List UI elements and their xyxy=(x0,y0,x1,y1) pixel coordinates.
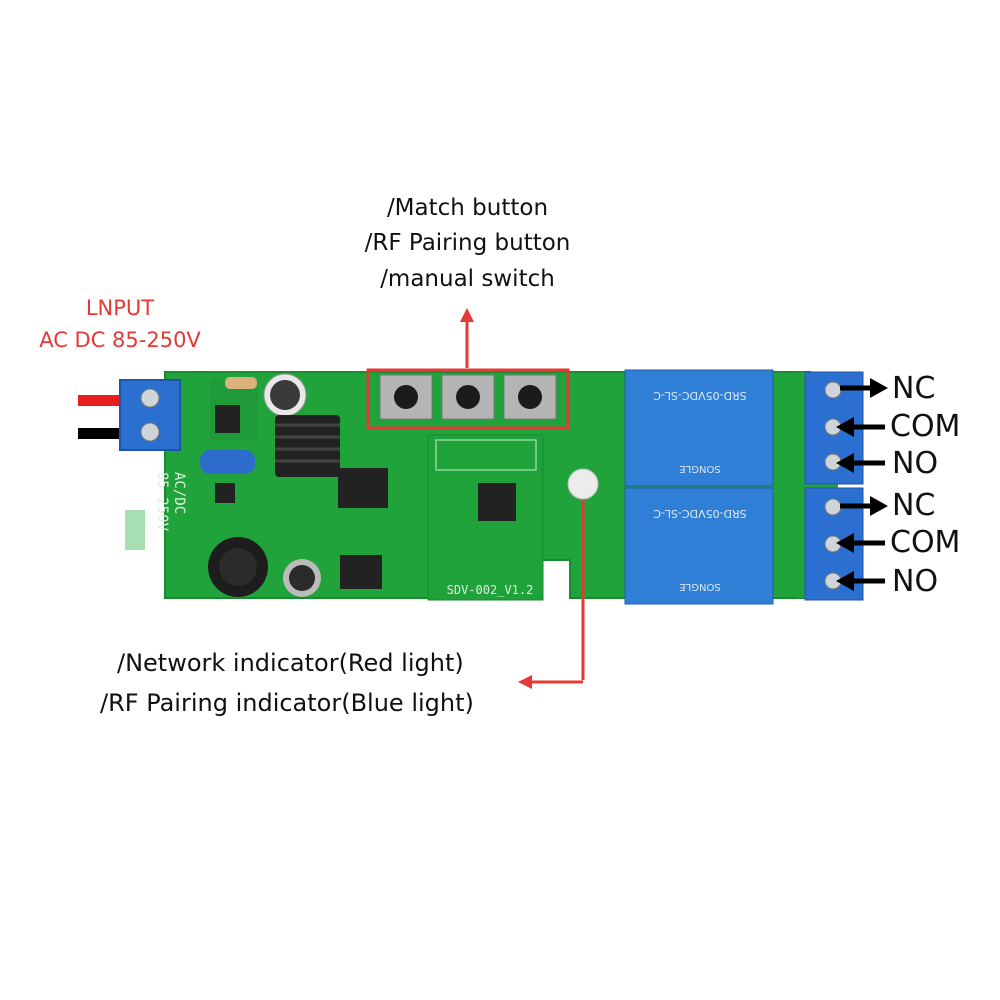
relay2-com-label: COM xyxy=(890,525,961,560)
indicator-led xyxy=(518,468,599,689)
power-components xyxy=(125,373,388,597)
svg-text:SRD-05VDC-SL-C: SRD-05VDC-SL-C xyxy=(653,507,747,520)
input-callout-line1: LNPUT xyxy=(85,296,155,320)
buttons-callout-line3: /manual switch xyxy=(380,266,555,292)
relay1-com-label: COM xyxy=(890,409,961,444)
buttons-callout-line2: /RF Pairing button xyxy=(364,230,571,256)
svg-text:AC/DC: AC/DC xyxy=(171,472,187,514)
power-silkscreen: AC/DC 85-250V xyxy=(154,472,187,532)
terminal-arrows xyxy=(836,378,888,591)
svg-text:SRD-05VDC-SL-C: SRD-05VDC-SL-C xyxy=(653,389,747,402)
relay-1: SRD-05VDC-SL-C SONGLE xyxy=(624,369,774,487)
indicator-callout-line2: /RF Pairing indicator(Blue light) xyxy=(100,689,474,717)
relay1-no-label: NO xyxy=(892,446,939,481)
buttons-highlight-box xyxy=(366,368,570,430)
svg-text:SDV-002_V1.2: SDV-002_V1.2 xyxy=(447,583,534,597)
indicator-callout-line1: /Network indicator(Red light) xyxy=(117,649,464,677)
input-callout-line2: AC DC 85-250V xyxy=(39,328,201,352)
wifi-module: SDV-002_V1.2 xyxy=(427,434,544,601)
svg-text:85-250V: 85-250V xyxy=(154,472,170,532)
svg-text:SONGLE: SONGLE xyxy=(679,463,720,474)
relay2-nc-label: NC xyxy=(892,488,936,523)
input-terminal-block xyxy=(119,379,181,451)
relay-2: SRD-05VDC-SL-C SONGLE xyxy=(624,487,774,605)
buttons-callout-arrow xyxy=(460,308,474,368)
tactile-buttons xyxy=(379,374,557,420)
svg-text:SONGLE: SONGLE xyxy=(679,581,720,592)
buttons-callout-line1: /Match button xyxy=(386,195,549,221)
relay1-nc-label: NC xyxy=(892,371,936,406)
black-wire xyxy=(78,428,150,439)
relay2-no-label: NO xyxy=(892,564,939,599)
red-wire xyxy=(78,395,150,406)
